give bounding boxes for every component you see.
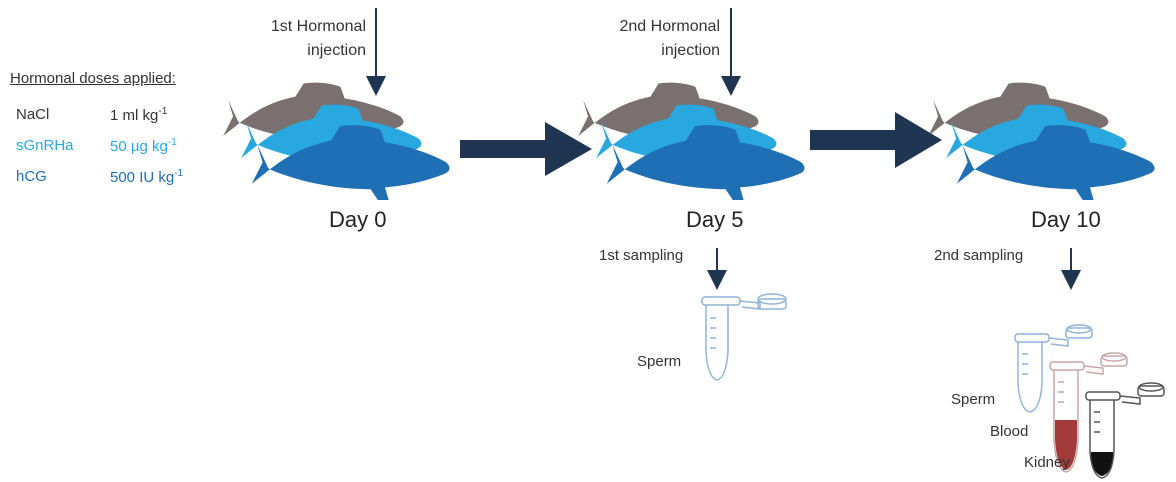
timeline-arrow-2 [810, 112, 942, 168]
sampling-label-2: 2nd sampling [934, 247, 1023, 264]
tube-kidney [1086, 383, 1164, 478]
fish-group-day10 [928, 83, 1154, 200]
day-label-0: Day 0 [329, 207, 386, 233]
tube-label-kidney: Kidney [1024, 454, 1070, 471]
tube-label-blood: Blood [990, 423, 1028, 440]
tube-label-sperm-1: Sperm [637, 353, 681, 370]
day-label-5: Day 5 [686, 207, 743, 233]
fish-group-day0 [223, 83, 449, 200]
timeline-arrow-1 [460, 122, 592, 176]
fish-group-day5 [578, 83, 804, 200]
day-label-10: Day 10 [1031, 207, 1101, 233]
tube-sperm-1 [702, 294, 786, 380]
tube-label-sperm-2: Sperm [951, 391, 995, 408]
sampling-label-1: 1st sampling [599, 247, 683, 264]
